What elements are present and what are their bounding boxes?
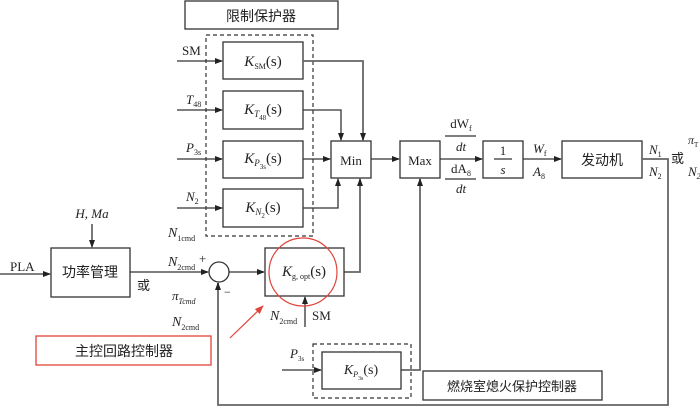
minus-sign: −: [224, 285, 231, 299]
p3s-low-input-label: P3s: [289, 346, 304, 363]
main-loop-controller-label: 主控回路控制器: [75, 344, 173, 360]
svg-text:KN2(s): KN2(s): [244, 200, 280, 220]
k-n2-to-min: [303, 178, 341, 209]
pi-tcmd-label: πTcmd: [172, 288, 197, 306]
svg-text:KP3s(s): KP3s(s): [243, 151, 282, 171]
k-t48-to-min: [303, 109, 344, 141]
block-k-gopt: Kg, opt(s): [264, 247, 345, 297]
block-max: Max: [399, 140, 441, 179]
pi-t-output-label: πT: [688, 133, 699, 149]
svg-text:Min: Min: [340, 153, 362, 168]
a8-label: A8: [532, 164, 545, 181]
block-k-n2: KN2(s): [222, 188, 304, 228]
block-k-t48: KT48(s): [222, 90, 304, 130]
da8-label: dA8: [451, 161, 471, 178]
highlight-arrow: [229, 305, 264, 339]
block-k-p3s: KP3s(s): [222, 140, 304, 179]
n2cmd-alt-label: N2cmd: [171, 315, 199, 332]
svg-text:发动机: 发动机: [581, 153, 623, 169]
dwf-label: dWf: [450, 116, 472, 133]
n2cmd-label: N2cmd: [167, 255, 195, 272]
k-sm-to-min: [303, 60, 366, 141]
feedback-line: [217, 158, 669, 406]
n2-far-output-label: N2: [687, 164, 700, 181]
block-engine: 发动机: [561, 140, 643, 179]
block-k-sm: KSM(s): [222, 41, 304, 80]
n1cmd-label: N1cmd: [167, 226, 195, 243]
t48-input-label: T48: [186, 92, 201, 109]
svg-text:Max: Max: [408, 153, 432, 168]
or-label: 或: [137, 279, 150, 294]
block-integrator: 1 s: [482, 140, 524, 179]
plus-sign: +: [199, 251, 206, 266]
block-k-p3s-low: KP3s(s): [321, 351, 402, 390]
kg-n2cmd-label: N2cmd: [269, 309, 297, 326]
main-loop-controller-label-box: 主控回路控制器: [35, 335, 212, 366]
highlight-circle: [268, 237, 338, 307]
wf-label: Wf: [533, 141, 547, 158]
summing-junction: [208, 261, 230, 283]
n2-input-label: N2: [185, 189, 199, 206]
kg-sm-label: SM: [312, 308, 331, 323]
k-p3s-low-to-max: [401, 178, 423, 371]
combustor-protection-label: 燃烧室熄火保护控制器: [447, 379, 577, 395]
p3s-input-label: P3s: [185, 140, 201, 157]
combustor-protection-group: [312, 343, 412, 399]
n1-output-label: N1: [648, 142, 662, 159]
svg-text:Kg, opt(s): Kg, opt(s): [281, 264, 326, 281]
block-power-management: 功率管理: [50, 247, 131, 298]
h-ma-label: H, Ma: [74, 206, 109, 221]
sm-input-label: SM: [182, 43, 201, 58]
limit-protector-label: 限制保护器: [226, 9, 296, 25]
dt-label-2: dt: [456, 181, 467, 196]
svg-text:KSM(s): KSM(s): [243, 54, 281, 71]
combustor-protection-label-box: 燃烧室熄火保护控制器: [422, 370, 603, 401]
limit-protector-label-box: 限制保护器: [184, 0, 339, 30]
or-output-label: 或: [671, 152, 684, 167]
svg-text:s: s: [500, 162, 505, 177]
svg-text:1: 1: [500, 143, 507, 158]
svg-text:KT48(s): KT48(s): [243, 102, 282, 122]
dt-label-1: dt: [456, 139, 467, 154]
k-gopt-to-min: [344, 178, 363, 273]
svg-text:功率管理: 功率管理: [62, 264, 118, 281]
block-min: Min: [330, 140, 372, 179]
n2-output-label: N2: [648, 164, 662, 181]
pla-label: PLA: [10, 259, 35, 274]
svg-text:KP3s(s): KP3s(s): [343, 363, 379, 382]
